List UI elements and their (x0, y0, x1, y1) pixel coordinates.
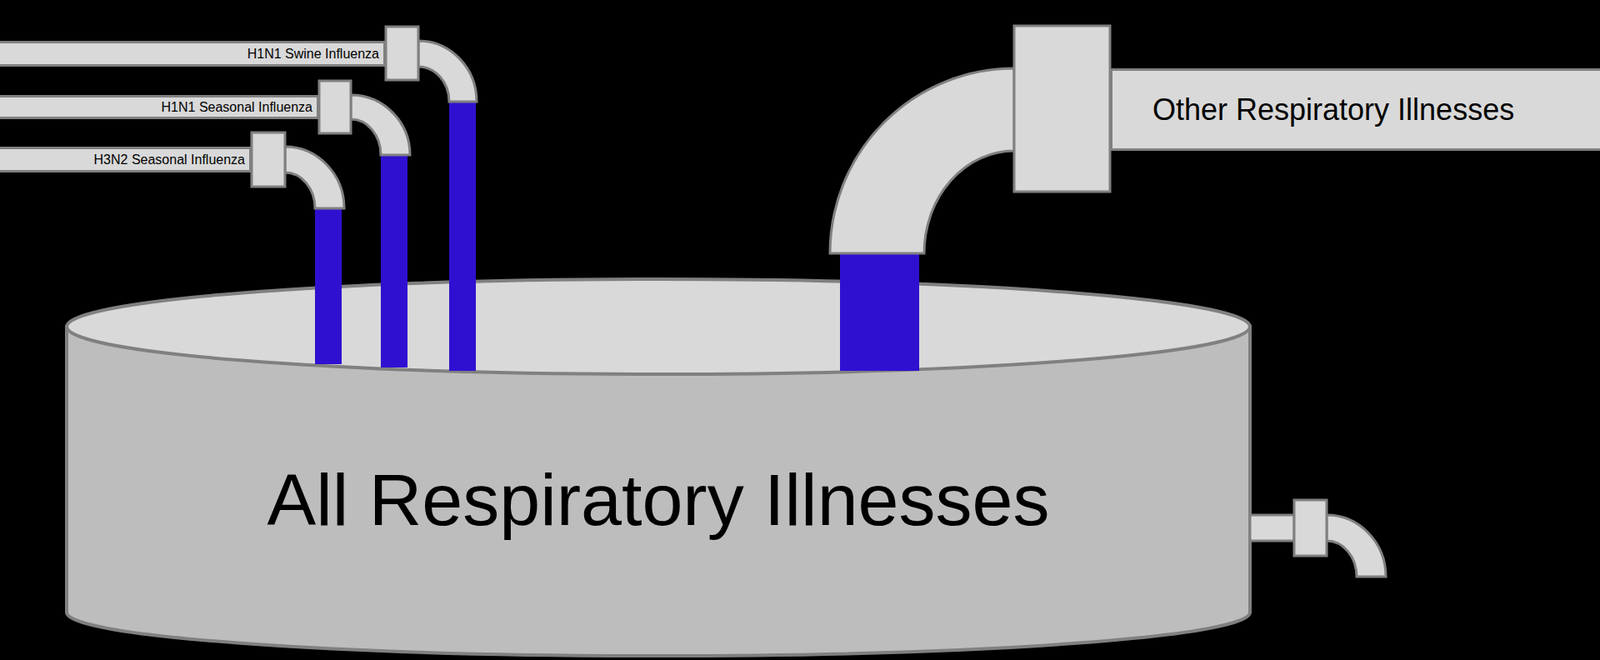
pipe-elbow (418, 40, 477, 102)
pipe-flange (251, 132, 285, 187)
flow-stream (449, 100, 476, 371)
pipe-label-bar: H1N1 Seasonal Influenza (0, 95, 320, 120)
pipe-label-bar: H3N2 Seasonal Influenza (0, 146, 252, 173)
pipe-flange (385, 26, 419, 80)
flow-stream (840, 251, 920, 371)
pipe-elbow (285, 146, 345, 209)
flow-stream (380, 153, 408, 368)
flow-stream (315, 206, 342, 365)
node-label: H3N2 Seasonal Influenza (94, 152, 245, 168)
tank (66, 279, 1250, 656)
outlet-pipe (1250, 515, 1295, 541)
main-pipe-bar: Other Respiratory Illnesses (1110, 68, 1600, 151)
node-label: H1N1 Swine Influenza (247, 46, 380, 62)
tank-top (66, 279, 1250, 375)
node-label: Other Respiratory Illnesses (1152, 92, 1515, 128)
tank-body (66, 326, 1250, 656)
pipe-elbow (1326, 515, 1386, 577)
pipe-flange (1014, 25, 1110, 192)
pipe-elbow (830, 68, 1015, 254)
tank-label-area: All Respiratory Illnesses (66, 416, 1250, 584)
node-label: H1N1 Seasonal Influenza (161, 100, 313, 115)
pipe-flange (319, 80, 351, 134)
pipe-elbow (350, 95, 410, 155)
pipe-label-bar: H1N1 Swine Influenza (0, 40, 386, 67)
node-label: All Respiratory Illnesses (267, 457, 1050, 543)
pipe-flange (1294, 500, 1327, 556)
